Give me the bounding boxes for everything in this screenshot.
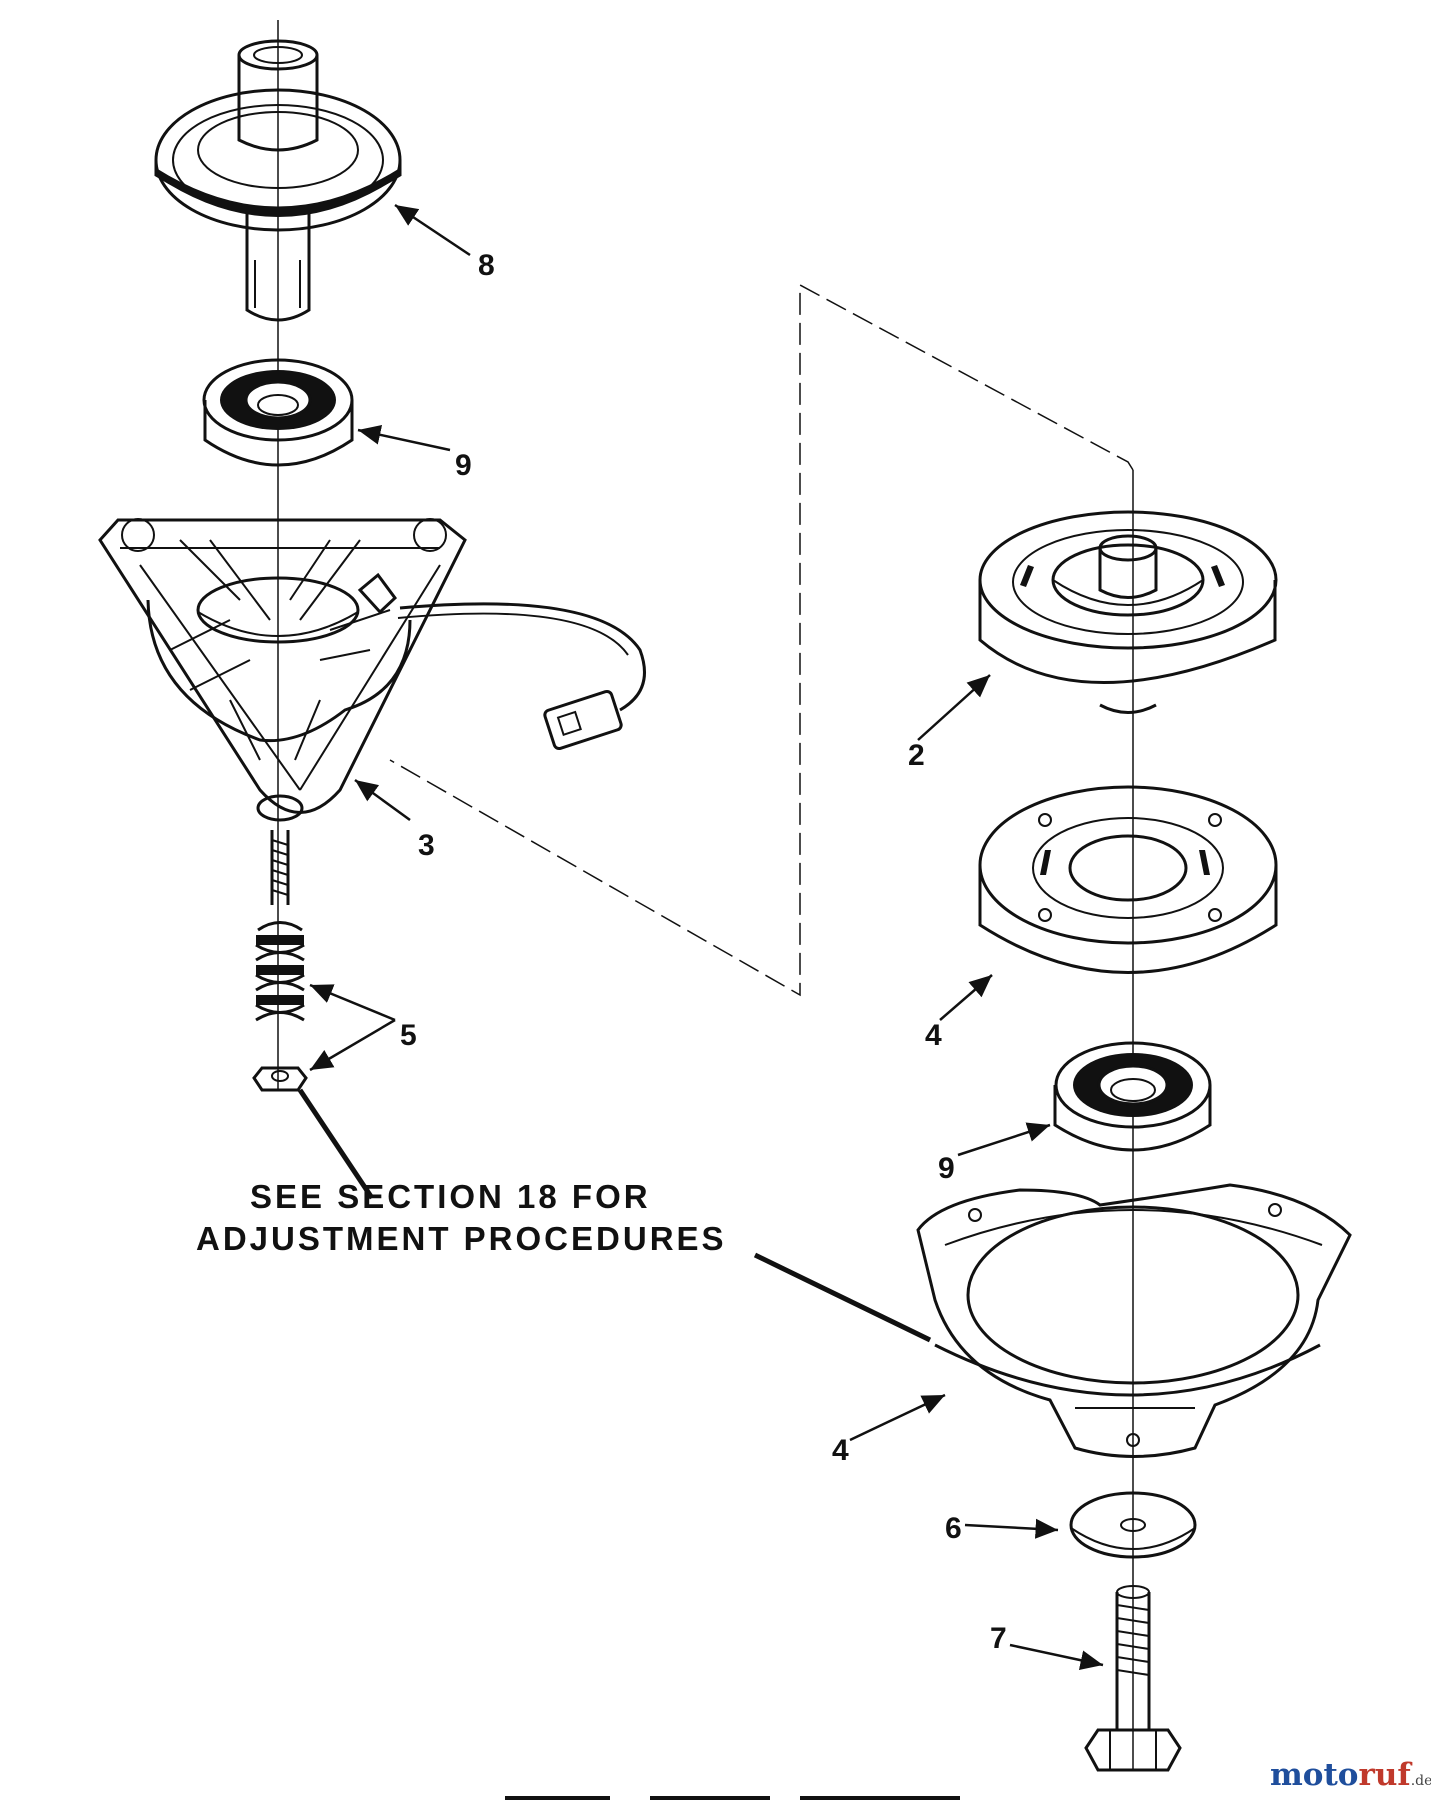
spring-nut-part [252,921,308,1092]
leader-lines [297,203,1104,1671]
clutch-pulley-part [978,785,1278,974]
note-line-2: ADJUSTMENT PROCEDURES [196,1220,727,1257]
lower-bearing-part [1053,1041,1212,1152]
callout-3: 3 [418,829,435,862]
watermark-part-2: ruf [1358,1757,1412,1793]
bolt-part [1084,1585,1182,1772]
callout-2: 2 [908,739,925,772]
callout-5: 5 [400,1019,417,1052]
clutch-shield-part [916,1183,1352,1458]
triangular-bracket-part [98,518,646,905]
callout-4-pulley: 4 [925,1019,942,1052]
callout-7: 7 [990,1622,1007,1655]
rotor-armature-part [978,510,1278,714]
watermark-suffix: .de [1411,1773,1431,1789]
pulley-spindle-part [154,39,402,322]
callout-8: 8 [478,249,495,282]
callout-9-upper-bearing: 9 [455,449,472,482]
washer-part [1069,1491,1197,1559]
upper-bearing-part [202,358,354,467]
callout-9-lower-bearing: 9 [938,1152,955,1185]
callout-4-shield: 4 [832,1434,849,1467]
callout-6: 6 [945,1512,962,1545]
note-line-1: SEE SECTION 18 FOR [250,1178,651,1215]
svg-text:motoruf.de: motoruf.de [1270,1757,1431,1793]
watermark-part-1: moto [1270,1757,1358,1793]
watermark: motoruf.de [1270,1757,1431,1793]
alignment-dashed-line [389,283,1134,997]
